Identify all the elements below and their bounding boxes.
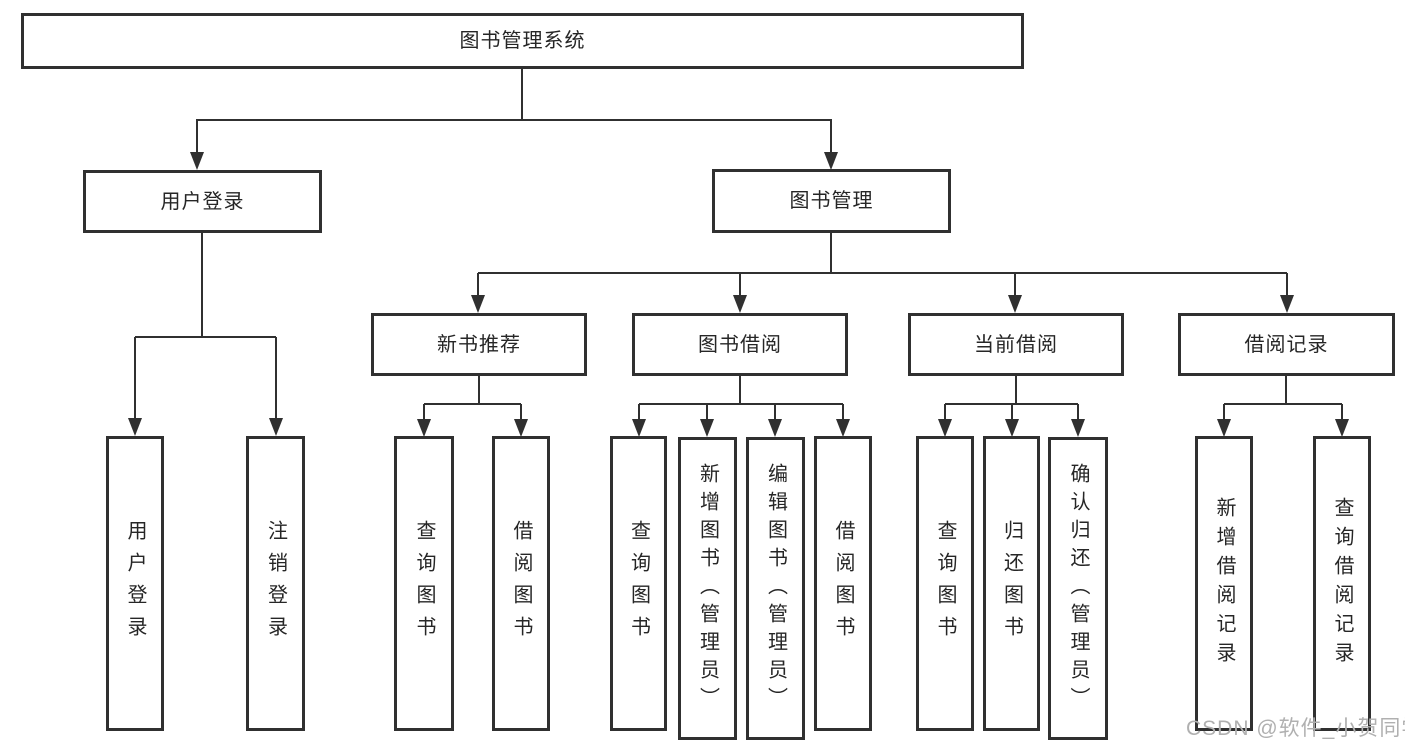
arrow-down-icon: [836, 419, 850, 437]
node-label: 用户登录: [160, 190, 245, 213]
leaf-label: 编辑图书（管理员）: [764, 462, 787, 715]
leaf-query-borrow-record: 查询借阅记录: [1313, 436, 1371, 731]
leaf-user-login: 用户登录: [106, 436, 164, 731]
arrow-down-icon: [1335, 419, 1349, 437]
leaf-edit-books-admin: 编辑图书（管理员）: [746, 437, 805, 740]
leaf-return-books: 归还图书: [983, 436, 1040, 731]
connector-line: [639, 403, 843, 405]
arrow-down-icon: [269, 418, 283, 436]
leaf-label: 新增借阅记录: [1213, 496, 1235, 671]
leaf-add-borrow-record: 新增借阅记录: [1195, 436, 1253, 731]
leaf-label: 归还图书: [1000, 519, 1023, 648]
leaf-label: 借阅图书: [832, 519, 854, 648]
arrow-down-icon: [471, 295, 485, 313]
connector-line: [830, 232, 832, 274]
connector-line: [477, 273, 479, 298]
connector-line: [134, 337, 136, 421]
arrow-down-icon: [1071, 419, 1085, 437]
node-borrowing-records: 借阅记录: [1178, 313, 1395, 376]
connector-line: [135, 336, 276, 338]
node-library-management-system: 图书管理系统: [21, 13, 1024, 69]
arrow-down-icon: [1217, 419, 1231, 437]
leaf-borrow-books: 借阅图书: [814, 436, 872, 731]
arrow-down-icon: [190, 152, 204, 170]
connector-line: [706, 404, 708, 421]
leaf-label: 查询图书: [413, 519, 435, 648]
connector-line: [1341, 404, 1343, 421]
node-book-borrowing: 图书借阅: [632, 313, 848, 376]
connector-line: [1014, 273, 1016, 298]
connector-line: [201, 233, 203, 338]
leaf-label: 查询借阅记录: [1331, 496, 1353, 671]
leaf-query-books-current: 查询图书: [916, 436, 974, 731]
connector-line: [423, 404, 425, 421]
leaf-confirm-return-admin: 确认归还（管理员）: [1048, 437, 1108, 740]
leaf-query-books-borrow: 查询图书: [610, 436, 667, 731]
connector-line: [638, 404, 640, 421]
connector-line: [478, 376, 480, 405]
connector-line: [520, 404, 522, 421]
connector-line: [197, 119, 831, 121]
arrow-down-icon: [700, 419, 714, 437]
connector-line: [739, 273, 741, 298]
node-new-book-recommendation: 新书推荐: [371, 313, 587, 376]
leaf-label: 查询图书: [627, 519, 650, 648]
connector-line: [1223, 404, 1225, 421]
connector-line: [478, 272, 1287, 274]
node-label: 借阅记录: [1244, 333, 1329, 356]
arrow-down-icon: [938, 419, 952, 437]
connector-line: [1286, 273, 1288, 298]
node-label: 图书管理系统: [459, 30, 586, 52]
node-book-management: 图书管理: [712, 169, 951, 233]
arrow-down-icon: [824, 152, 838, 170]
arrow-down-icon: [1280, 295, 1294, 313]
leaf-add-books-admin: 新增图书（管理员）: [678, 437, 737, 740]
leaf-query-books-recommend: 查询图书: [394, 436, 454, 731]
node-label: 新书推荐: [437, 333, 521, 356]
node-label: 当前借阅: [974, 333, 1058, 356]
node-label: 图书管理: [789, 190, 874, 212]
connector-line: [739, 376, 741, 405]
leaf-label: 新增图书（管理员）: [696, 462, 719, 715]
connector-line: [424, 403, 521, 405]
leaf-label: 注销登录: [264, 519, 287, 648]
arrow-down-icon: [733, 295, 747, 313]
arrow-down-icon: [128, 418, 142, 436]
arrow-down-icon: [768, 419, 782, 437]
node-label: 图书借阅: [698, 333, 782, 356]
connector-line: [275, 337, 277, 421]
leaf-borrow-books-recommend: 借阅图书: [492, 436, 550, 731]
connector-line: [1077, 404, 1079, 421]
node-user-login: 用户登录: [83, 170, 322, 233]
node-current-borrowing: 当前借阅: [908, 313, 1124, 376]
connector-line: [1015, 376, 1017, 405]
leaf-label: 借阅图书: [510, 519, 532, 648]
leaf-label: 用户登录: [124, 519, 146, 648]
leaf-label: 确认归还（管理员）: [1067, 462, 1089, 715]
connector-line: [521, 69, 523, 121]
arrow-down-icon: [514, 419, 528, 437]
connector-line: [830, 119, 832, 155]
leaf-label: 查询图书: [934, 519, 956, 648]
watermark: CSDN @软件_小贺同学: [1186, 717, 1405, 740]
arrow-down-icon: [417, 419, 431, 437]
leaf-logout: 注销登录: [246, 436, 305, 731]
connector-line: [944, 404, 946, 421]
connector-line: [1224, 403, 1342, 405]
connector-line: [774, 404, 776, 421]
connector-line: [196, 119, 198, 155]
connector-line: [1011, 404, 1013, 421]
arrow-down-icon: [1008, 295, 1022, 313]
arrow-down-icon: [1005, 419, 1019, 437]
arrow-down-icon: [632, 419, 646, 437]
connector-line: [1285, 376, 1287, 405]
connector-line: [842, 404, 844, 421]
